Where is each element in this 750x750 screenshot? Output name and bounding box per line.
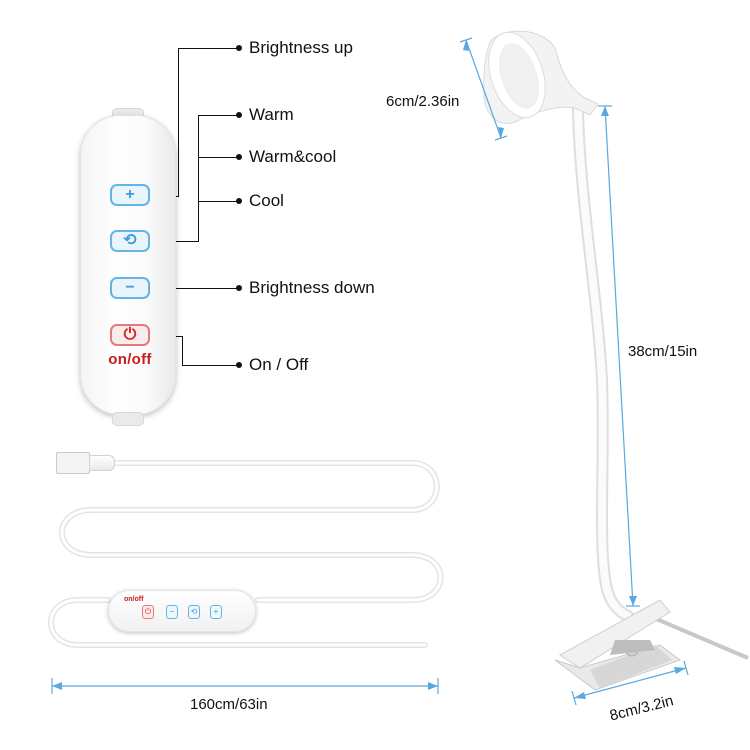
usb-plug-body xyxy=(89,455,115,471)
lamp-head-dimension xyxy=(459,37,508,141)
usb-plug xyxy=(56,452,90,474)
cool-label: Cool xyxy=(249,191,284,210)
warm-dot xyxy=(236,112,242,118)
lamp-head-dimension-label: 6cm/2.36in xyxy=(386,93,460,110)
cable-length-dimension-label: 160cm/63in xyxy=(190,696,268,713)
lamp-power-cord xyxy=(639,610,749,660)
on-off-text: on/off xyxy=(108,351,152,368)
brightness-up-dot xyxy=(236,45,242,51)
leader-cool xyxy=(198,201,238,202)
remote-bottom-cap xyxy=(112,412,144,426)
lamp-clip xyxy=(554,599,682,691)
inline-brightness-down-button[interactable]: − xyxy=(166,605,178,619)
warm-cool-dot xyxy=(236,154,242,160)
lamp-head xyxy=(483,30,599,124)
on-off-dot xyxy=(236,362,242,368)
height-dimension-label: 38cm/15in xyxy=(628,343,698,360)
inline-remote xyxy=(108,590,256,632)
power-button[interactable]: ⏻ xyxy=(110,324,150,346)
leader-on-off-vert xyxy=(182,336,183,366)
cool-dot xyxy=(236,198,242,204)
brightness-up-button[interactable]: + xyxy=(110,184,150,206)
inline-color-cycle-button[interactable]: ⟲ xyxy=(188,605,200,619)
clip-dimension-label: 8cm/3.2in xyxy=(608,692,676,725)
leader-brightness-down xyxy=(150,288,238,289)
cable-length-dimension xyxy=(51,678,439,694)
leader-warm-cool xyxy=(198,157,238,158)
on-off-label: On / Off xyxy=(249,355,309,374)
warm-cool-label: Warm&cool xyxy=(249,147,337,166)
inline-remote-on-off-text: on/off xyxy=(124,596,144,603)
brightness-down-button[interactable]: − xyxy=(110,277,150,299)
leader-warm xyxy=(198,115,238,116)
brightness-down-label: Brightness down xyxy=(249,278,375,297)
brightness-up-label: Brightness up xyxy=(249,38,353,57)
leader-brightness-up-top xyxy=(178,48,238,49)
leader-brightness-up-vert xyxy=(178,48,179,196)
lamp-gooseneck xyxy=(572,104,634,622)
remote-control xyxy=(80,115,176,415)
leader-cycle-vert xyxy=(198,115,199,242)
inline-brightness-up-button[interactable]: + xyxy=(210,605,222,619)
color-cycle-button[interactable]: ⟲ xyxy=(110,230,150,252)
leader-on-off-bottom xyxy=(182,365,238,366)
inline-power-button[interactable]: ⏻ xyxy=(142,605,154,619)
warm-label: Warm xyxy=(249,105,294,124)
brightness-down-dot xyxy=(236,285,242,291)
